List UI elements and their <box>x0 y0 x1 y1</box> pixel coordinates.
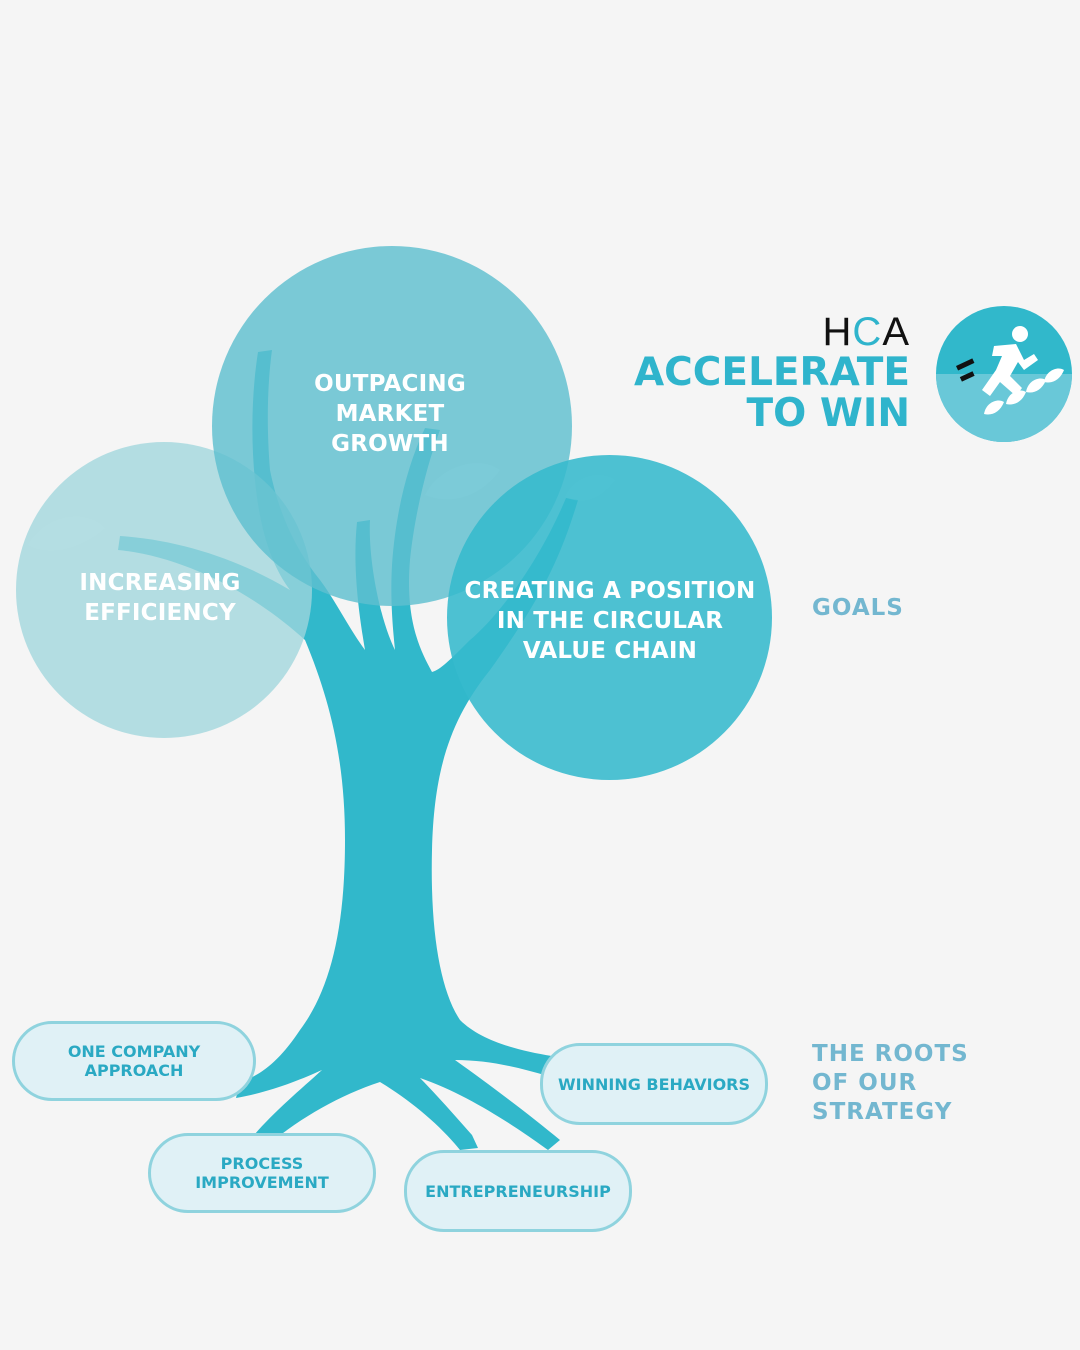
root-entrepreneurship: ENTREPRENEURSHIP <box>404 1150 632 1232</box>
goal-circle-circular-value-chain <box>447 455 772 780</box>
root-winning-behaviors-label: WINNING BEHAVIORS <box>557 1074 751 1094</box>
brand-hca-wordmark: HCA <box>634 312 910 352</box>
goal-increasing-efficiency-label: INCREASING EFFICIENCY <box>79 570 241 626</box>
root-entrepreneurship-label: ENTREPRENEURSHIP <box>425 1181 611 1201</box>
brand-title: HCA ACCELERATE TO WIN <box>634 312 910 434</box>
brand-hca-a: A <box>882 310 910 354</box>
brand-hca-c: C <box>852 310 883 354</box>
root-one-company-approach-label: ONE COMPANY APPROACH <box>67 1042 201 1080</box>
root-winning-behaviors: WINNING BEHAVIORS <box>540 1043 768 1125</box>
root-process-improvement-label: PROCESS IMPROVEMENT <box>195 1154 329 1192</box>
running-man-icon <box>936 306 1072 442</box>
tree-trunk <box>118 350 578 1150</box>
goal-outpacing-market-growth-label: OUTPACING MARKET GROWTH <box>314 371 466 457</box>
root-process-improvement: PROCESS IMPROVEMENT <box>148 1133 376 1213</box>
root-one-company-approach: ONE COMPANY APPROACH <box>12 1021 256 1101</box>
brand-line-to-win: TO WIN <box>746 391 910 436</box>
brand-line-accelerate: ACCELERATE <box>634 350 910 395</box>
brand-hca-h: H <box>822 310 853 354</box>
goals-label: GOALS <box>812 595 904 621</box>
goal-circular-value-chain-label: CREATING A POSITION IN THE CIRCULAR VALU… <box>464 578 756 664</box>
roots-of-strategy-label: THE ROOTS OF OUR STRATEGY <box>812 1041 969 1125</box>
